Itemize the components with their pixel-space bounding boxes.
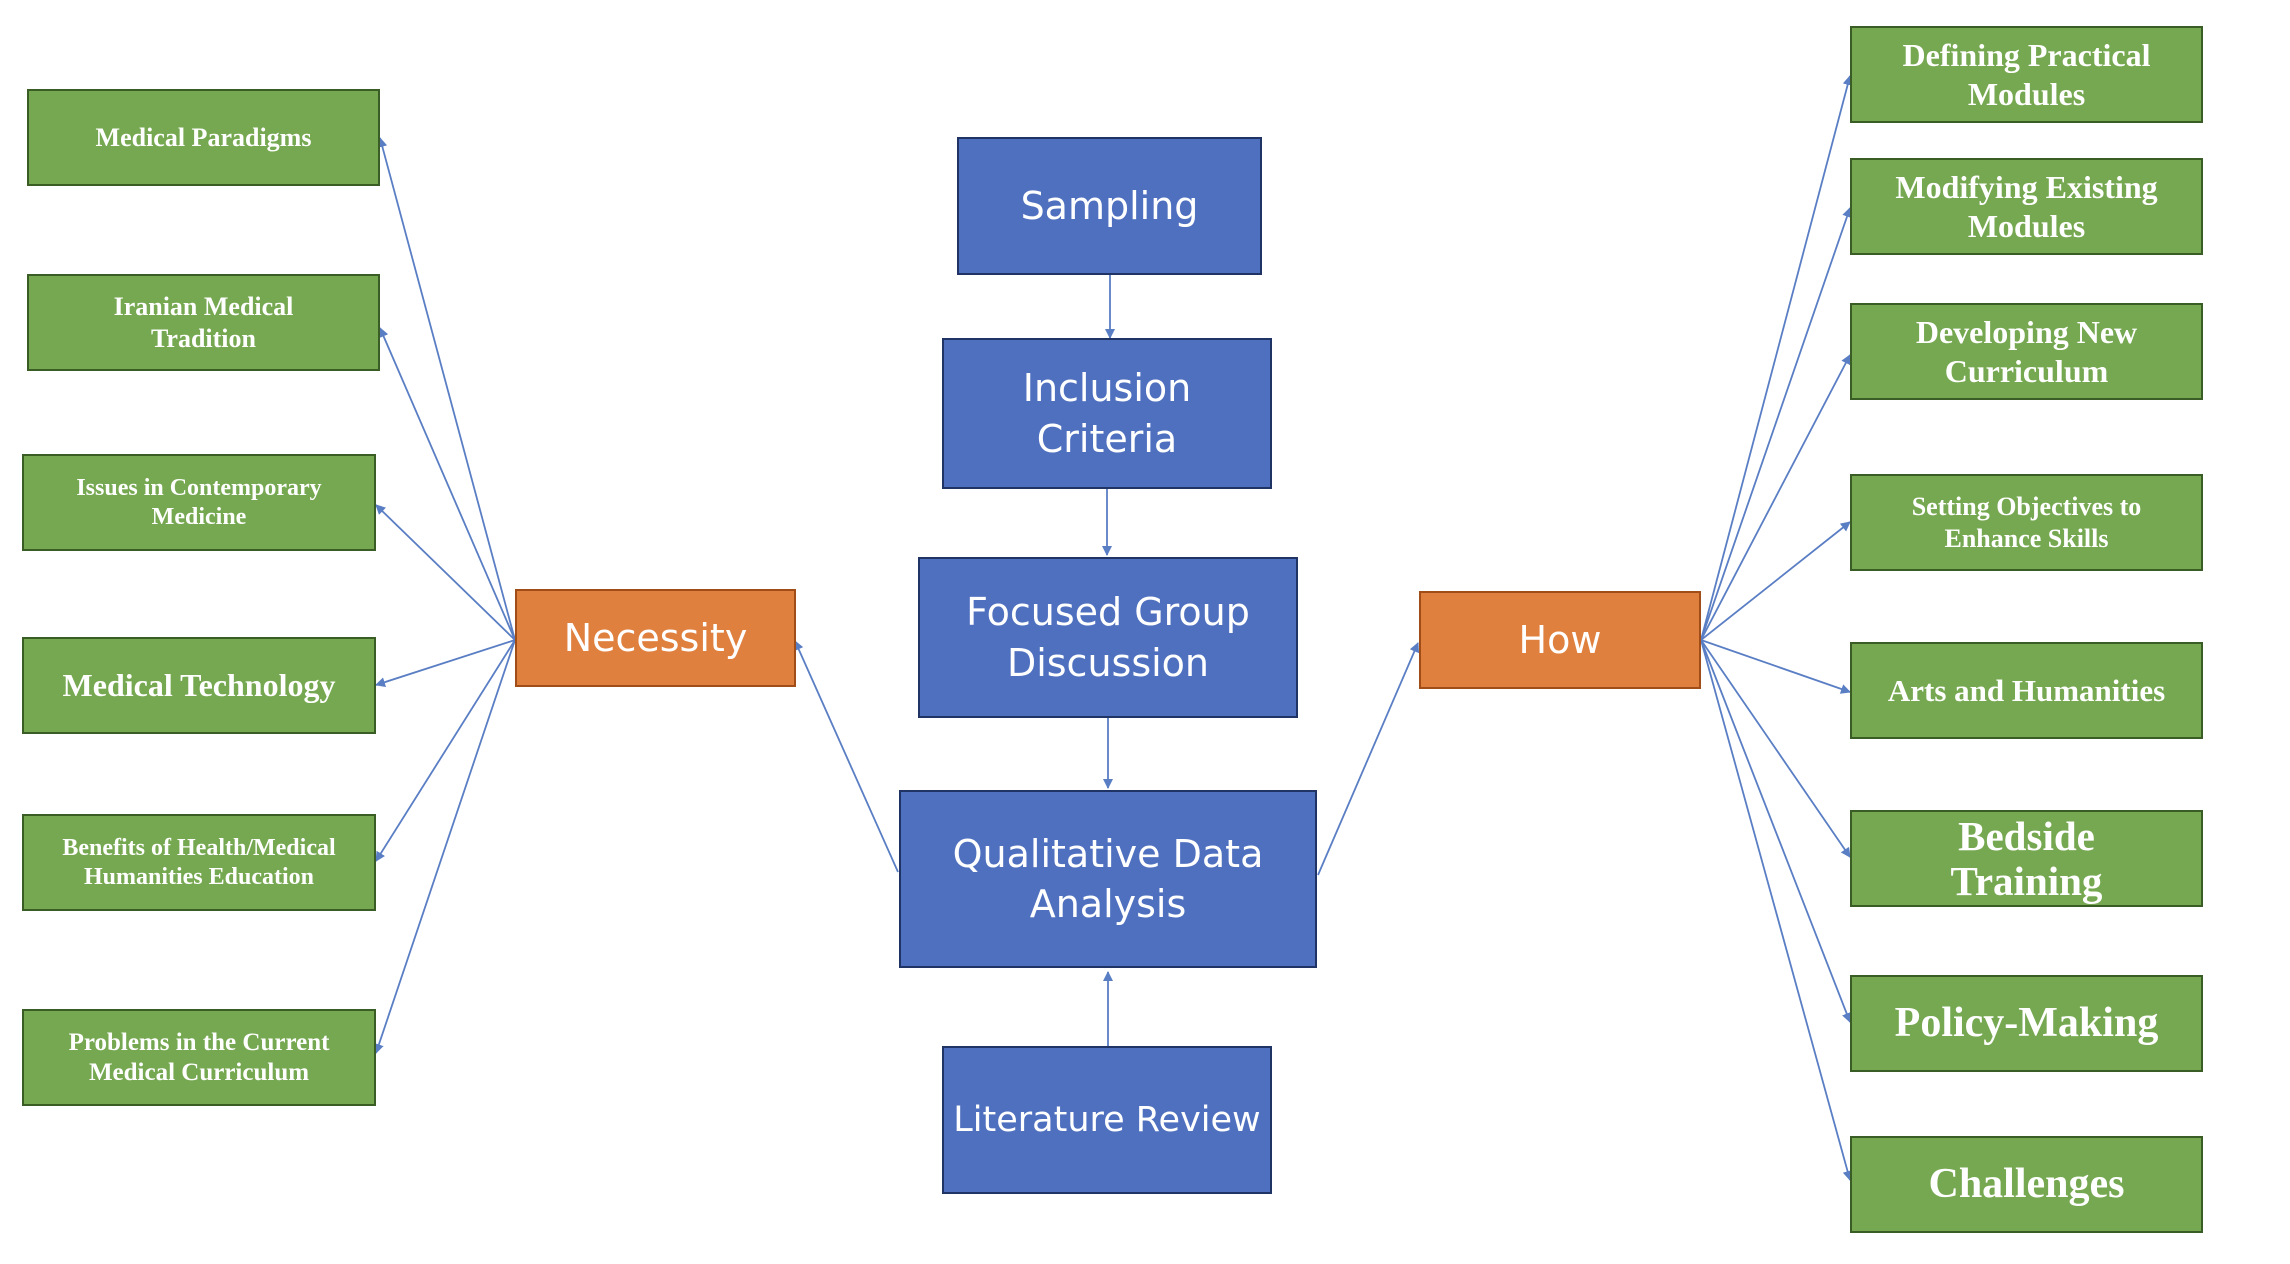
how-item-challenges: Challenges — [1850, 1136, 2203, 1233]
how-item-bedside-training: Bedside Training — [1850, 810, 2203, 907]
arrow-how-to-item-2 — [1700, 207, 1852, 641]
arrow-how-to-item-6 — [1700, 639, 1851, 858]
arrow-how-to-item-5 — [1700, 639, 1851, 694]
necessity-item-problems-current-curriculum: Problems in the Current Medical Curricul… — [22, 1009, 376, 1106]
inclusion-criteria-box: Inclusion Criteria — [942, 338, 1272, 489]
arrow-necessity-to-item-4 — [375, 639, 516, 687]
arrow-how-to-item-7 — [1700, 639, 1852, 1023]
arrow-necessity-to-item-6 — [374, 639, 516, 1054]
necessity-box: Necessity — [515, 589, 796, 687]
arrow-necessity-to-item-2 — [378, 327, 516, 641]
necessity-item-benefits-humanities-education: Benefits of Health/Medical Humanities Ed… — [22, 814, 376, 911]
how-box: How — [1419, 591, 1701, 689]
arrow-how-to-item-3 — [1700, 354, 1851, 641]
arrow-how-to-item-1 — [1700, 75, 1853, 641]
how-item-modifying-existing-modules: Modifying Existing Modules — [1850, 158, 2203, 255]
connectors — [374, 75, 1853, 1181]
how-item-defining-practical-modules: Defining Practical Modules — [1850, 26, 2203, 123]
necessity-item-iranian-medical-tradition: Iranian Medical Tradition — [27, 274, 380, 371]
arrow-how-to-item-8 — [1700, 639, 1853, 1181]
necessity-item-medical-paradigms: Medical Paradigms — [27, 89, 380, 186]
qualitative-data-analysis-box: Qualitative Data Analysis — [899, 790, 1317, 968]
how-item-setting-objectives: Setting Objectives to Enhance Skills — [1850, 474, 2203, 571]
how-item-policy-making: Policy-Making — [1850, 975, 2203, 1072]
arrow-necessity-to-item-1 — [377, 137, 516, 641]
necessity-item-issues-contemporary-medicine: Issues in Contemporary Medicine — [22, 454, 376, 551]
necessity-item-medical-technology: Medical Technology — [22, 637, 376, 734]
arrow-necessity-to-item-5 — [375, 639, 516, 862]
how-item-developing-new-curriculum: Developing New Curriculum — [1850, 303, 2203, 400]
arrow-how-to-item-4 — [1700, 521, 1851, 641]
arrow-qualitative-to-how — [1317, 642, 1420, 876]
sampling-box: Sampling — [957, 137, 1262, 275]
arrow-necessity-to-item-3 — [375, 504, 516, 641]
how-item-arts-and-humanities: Arts and Humanities — [1850, 642, 2203, 739]
literature-review-box: Literature Review — [942, 1046, 1272, 1194]
focused-group-discussion-box: Focused Group Discussion — [918, 557, 1298, 718]
arrow-qualitative-to-necessity — [794, 640, 899, 873]
